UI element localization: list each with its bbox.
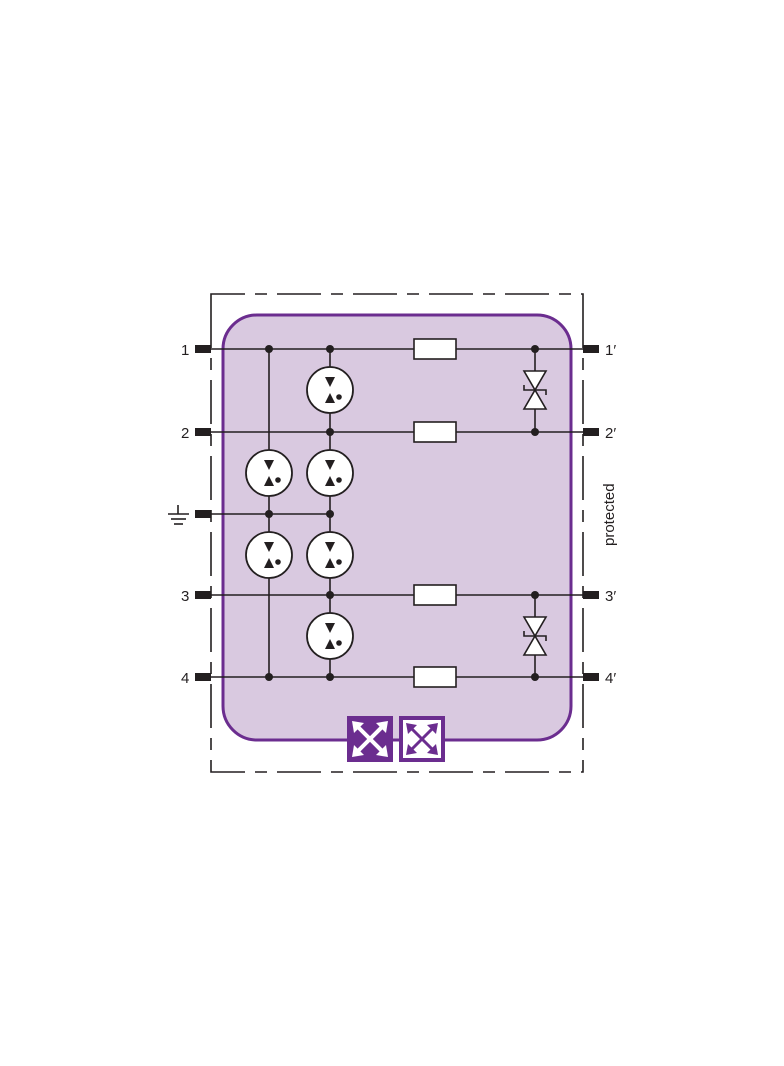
- terminal-3-prime: [583, 591, 599, 599]
- tvs-diode-3-4: [523, 616, 547, 656]
- gdt-1-2: [306, 366, 354, 414]
- resistor-line-3: [413, 584, 457, 606]
- terminal-labels: 1 2 3 4 1′ 2′ 3′ 4′: [181, 342, 616, 687]
- label-2: 2: [181, 425, 189, 442]
- tvs-diode-1-2: [523, 370, 547, 410]
- gdt-3-4: [306, 612, 354, 660]
- label-1: 1: [181, 342, 189, 359]
- resistor-line-1: [413, 338, 457, 360]
- terminal-2-prime: [583, 428, 599, 436]
- terminal-4-prime: [583, 673, 599, 681]
- gdt-ground-3-a: [245, 531, 293, 579]
- terminal-1: [195, 345, 211, 353]
- label-2-prime: 2′: [605, 425, 616, 442]
- terminal-ground: [195, 510, 211, 518]
- filled-arrows-badge: [347, 716, 393, 762]
- terminal-3: [195, 591, 211, 599]
- label-4: 4: [181, 670, 189, 687]
- label-1-prime: 1′: [605, 342, 616, 359]
- left-terminals: [195, 345, 211, 681]
- junction-nodes: [265, 345, 539, 681]
- gdt-2-ground-b: [306, 449, 354, 497]
- gdt-2-ground-a: [245, 449, 293, 497]
- protected-label: protected: [601, 483, 618, 546]
- label-3: 3: [181, 588, 189, 605]
- terminal-1-prime: [583, 345, 599, 353]
- label-4-prime: 4′: [605, 670, 616, 687]
- right-terminals: [583, 345, 599, 681]
- terminal-2: [195, 428, 211, 436]
- ground-icon: [168, 505, 189, 525]
- outlined-arrows-badge: [399, 716, 445, 762]
- resistors: [413, 338, 457, 688]
- gdt-ground-3-b: [306, 531, 354, 579]
- resistor-line-4: [413, 666, 457, 688]
- terminal-4: [195, 673, 211, 681]
- resistor-line-2: [413, 421, 457, 443]
- dashed-enclosure: [210, 293, 584, 773]
- label-3-prime: 3′: [605, 588, 616, 605]
